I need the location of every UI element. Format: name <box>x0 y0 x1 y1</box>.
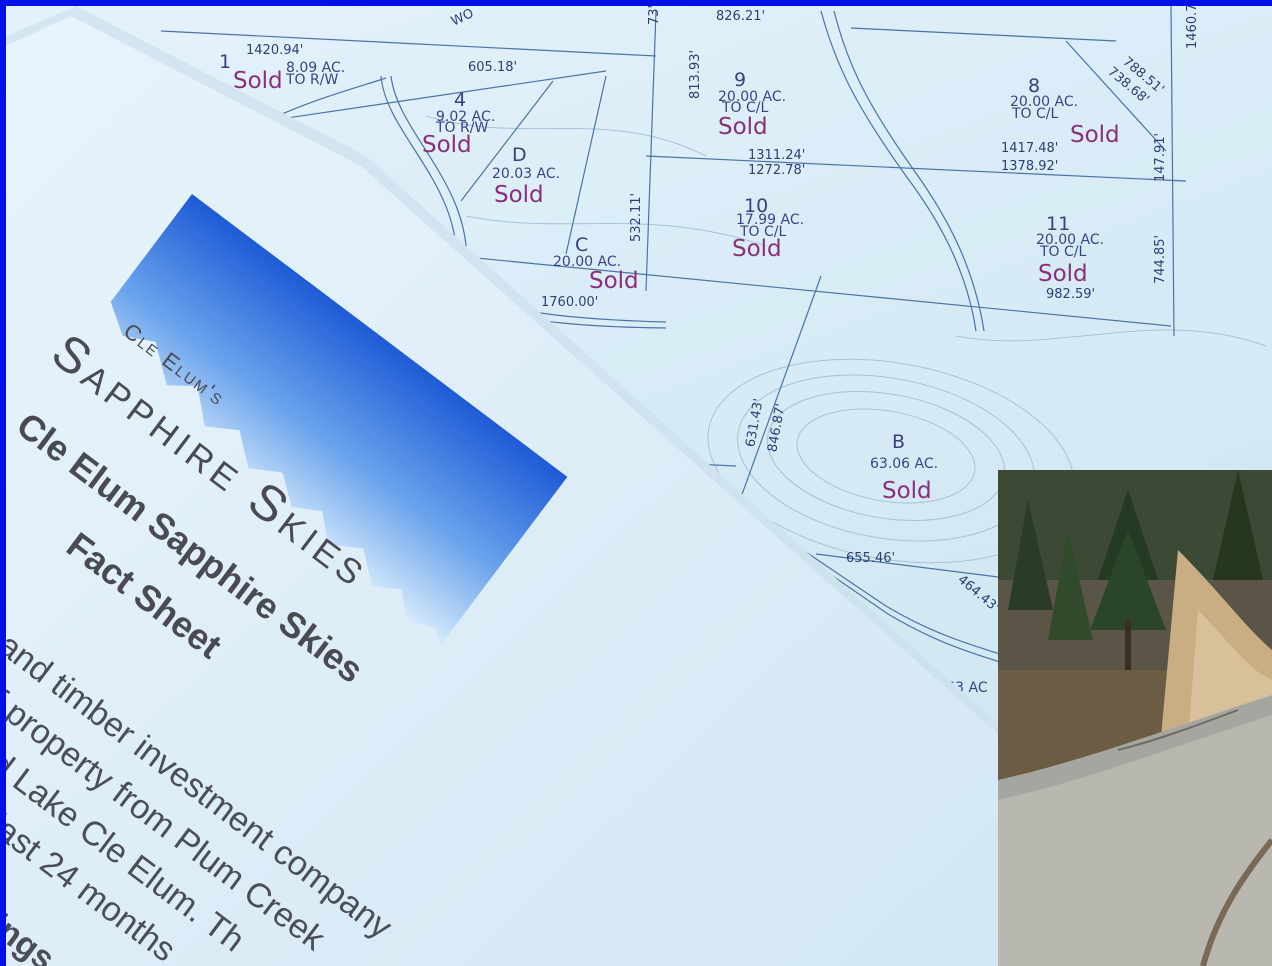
lot-number: B <box>892 431 905 453</box>
dim-label: 464.43' <box>955 572 1002 615</box>
lot-number: H <box>946 707 960 729</box>
dim-label: 744.85' <box>1153 235 1168 284</box>
lot-status: Sold <box>422 132 472 158</box>
lot-status: Sold <box>882 478 932 504</box>
lot-number: D <box>512 144 527 166</box>
lot-number: 9 <box>734 69 746 91</box>
lot-status: Sold <box>718 114 768 140</box>
dim-label: 73' <box>647 6 662 25</box>
lot-number: 4 <box>454 89 466 111</box>
lot-labels: 1 8.09 AC. TO R/W Sold 4 9.02 AC. TO R/W… <box>219 51 1120 729</box>
dim-label: 605.18' <box>468 60 517 75</box>
dim-label: 147.91' <box>1153 133 1168 182</box>
photo-frame: 1420.94' 605.18' 826.21' 813.93' 1311.24… <box>6 6 1272 966</box>
lot-number: 1 <box>219 51 231 73</box>
lot-status: Sold <box>1070 122 1120 148</box>
dim-label: WO <box>449 6 476 29</box>
dim-label: 1311.24' <box>748 148 805 163</box>
lot-acreage: 20.03 AC. <box>492 166 560 182</box>
lot-acreage: 20.00 AC. <box>1036 232 1104 248</box>
lot-acreage-sub: TO C/L <box>1039 244 1087 260</box>
dim-label: 1417.48' <box>1001 141 1058 156</box>
lot-acreage: 20.63 AC <box>924 680 988 696</box>
lot-number: 8 <box>1028 75 1040 97</box>
dim-label: 846.87' <box>765 402 788 453</box>
lot-number: C <box>575 234 588 256</box>
dim-label: 532.11' <box>629 193 644 242</box>
dim-label: 7 AC. <box>314 177 348 192</box>
dim-label: 1272.78' <box>748 163 805 178</box>
dim-label: 982.59' <box>1046 287 1095 302</box>
lot-number: 11 <box>1046 213 1070 235</box>
dim-label: L1 <box>907 717 922 733</box>
lot-acreage-sub: TO R/W <box>285 72 338 88</box>
dim-label: 655.46' <box>846 551 895 566</box>
lot-status: Sold <box>589 268 639 294</box>
dim-label: 1378.92' <box>1001 159 1058 174</box>
dim-label: W <box>318 191 331 206</box>
dim-label: 826.21' <box>716 9 765 24</box>
dim-label: 1460.78' <box>1185 6 1200 49</box>
lot-status: Sold <box>233 68 283 94</box>
lot-acreage: 63.06 AC. <box>870 456 938 472</box>
dim-label: 1760.00' <box>541 295 598 310</box>
dim-label: 631.43' <box>743 397 766 448</box>
lot-acreage-sub: TO C/L <box>1011 106 1059 122</box>
dim-label: 1420.94' <box>246 43 303 58</box>
lot-acreage: 20.00 AC. <box>1010 94 1078 110</box>
lot-status: Sold <box>1038 261 1088 287</box>
lot-status: Sold <box>732 236 782 262</box>
dim-label: 813.93' <box>688 50 703 99</box>
lot-status: Sold <box>494 182 544 208</box>
dim-label: 69' <box>596 431 616 446</box>
site-photo <box>998 470 1272 966</box>
